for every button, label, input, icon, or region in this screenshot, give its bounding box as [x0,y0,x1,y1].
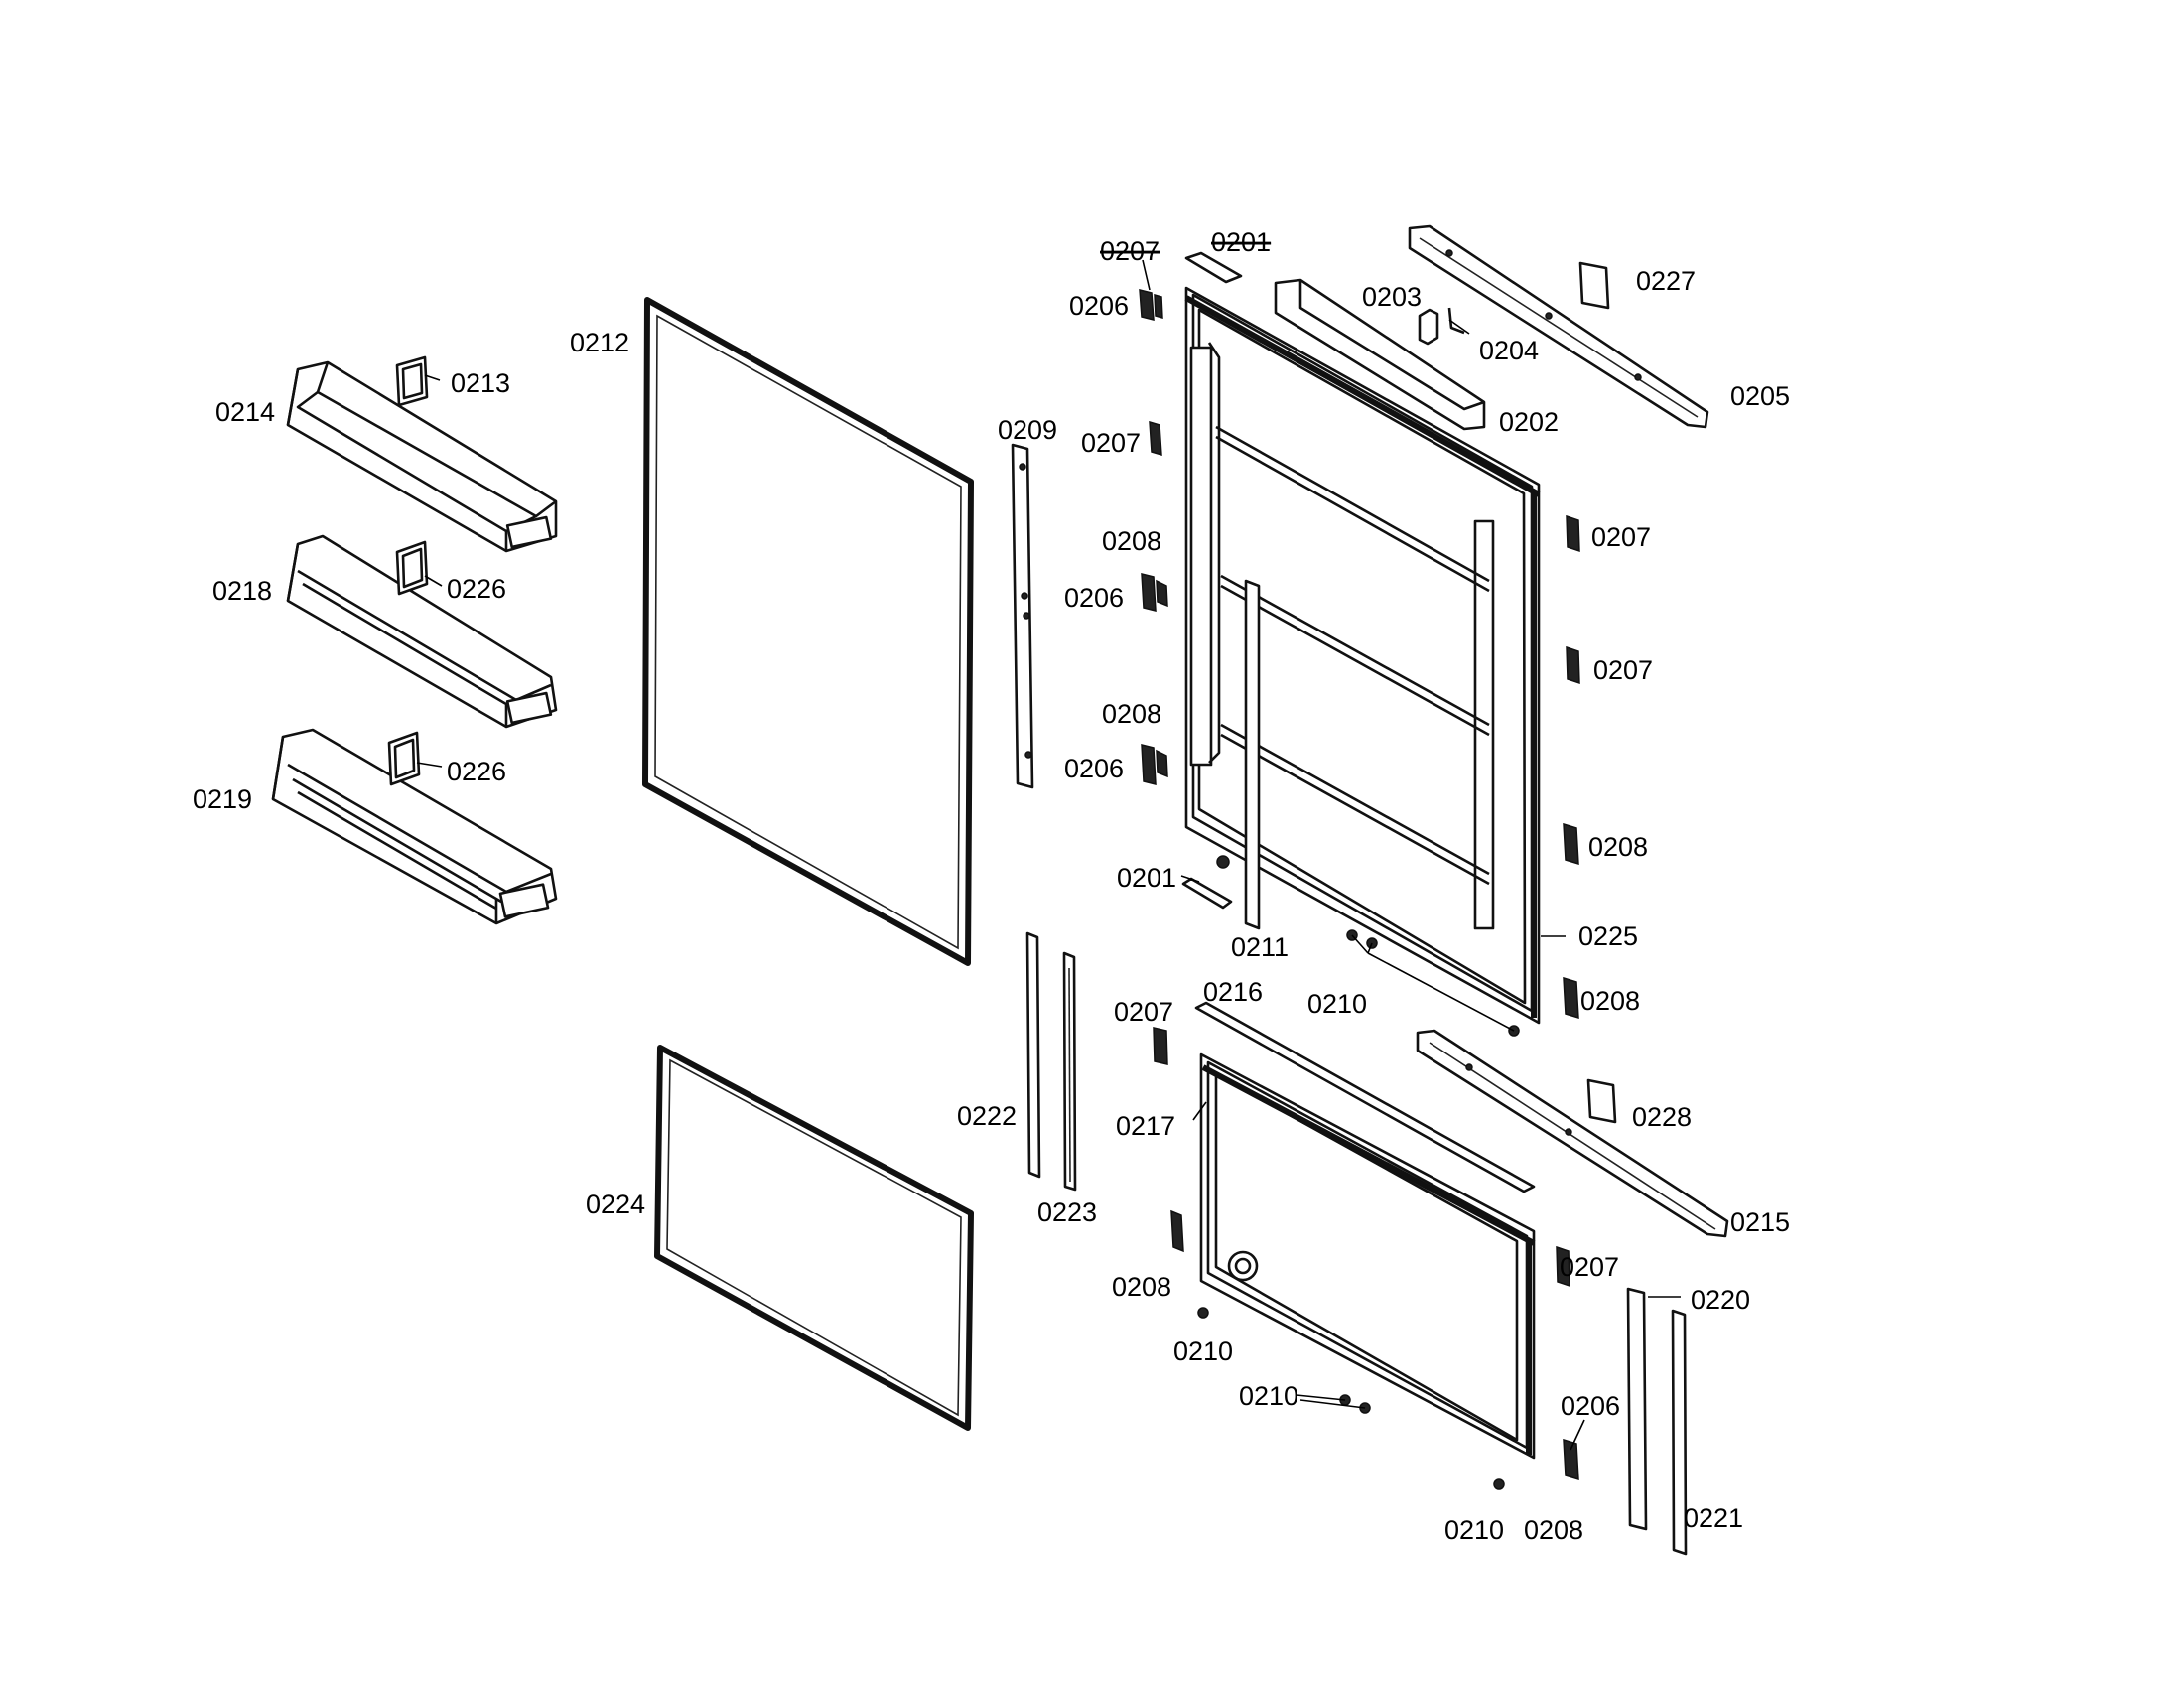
label-0213: 0213 [451,368,510,398]
door-strip-0209 [1011,443,1034,789]
drawer-gasket-0224 [654,1045,974,1431]
seal-strip-0221 [1671,1309,1688,1556]
fresh-food-door-0225 [1184,286,1541,1025]
label-0208-right-a: 0208 [1588,832,1648,862]
label-0202: 0202 [1499,407,1559,437]
seal-strip-0220 [1626,1287,1648,1531]
label-0201-lower: 0201 [1117,863,1176,893]
hinge-0206-0208-b [1141,744,1168,785]
clip-0201-lower [1181,877,1233,910]
label-0228: 0228 [1632,1102,1692,1132]
label-0217: 0217 [1116,1111,1175,1141]
label-0207-drawer-left: 0207 [1114,997,1173,1027]
bin-insert-0226-lower [387,731,421,786]
hinge-0207-right-a [1566,514,1580,553]
hinge-0208-right-a [1563,822,1579,866]
door-bin-0214 [286,360,558,553]
label-0208-left-a: 0208 [1102,526,1161,556]
label-0207-drawer-right: 0207 [1560,1252,1619,1282]
top-trim-0205 [1408,224,1709,429]
label-0207-struck: 0207 [1100,236,1160,266]
label-0226-lower: 0226 [447,757,506,786]
label-0210-d: 0210 [1444,1515,1504,1545]
label-0208-drawer-right: 0208 [1524,1515,1583,1545]
label-0207-left: 0207 [1081,428,1141,458]
bin-insert-0226-upper [395,540,429,596]
door-strip-0211 [1244,579,1261,930]
hinge-0208-drawer [1170,1209,1579,1481]
label-0227: 0227 [1636,266,1696,296]
leader-lines [416,259,1681,1451]
label-0209: 0209 [998,415,1057,445]
label-0208-left-b: 0208 [1102,699,1161,729]
label-0204: 0204 [1479,336,1539,365]
label-0201-struck: 0201 [1211,227,1271,257]
label-0212: 0212 [570,328,629,357]
bracket-0204 [1447,307,1465,335]
hinge-0207-mid [1149,420,1162,457]
seal-strip-0223 [1062,951,1077,1192]
label-0221: 0221 [1684,1503,1743,1533]
label-0207-right-b: 0207 [1593,655,1653,685]
door-bin-0218 [286,534,558,729]
drawer-trim-0216 [1194,1001,1536,1193]
label-0226-upper: 0226 [447,574,506,604]
label-0225: 0225 [1578,921,1638,951]
plate-0228 [1586,1078,1617,1124]
hinge-0206-0207-top [1139,289,1163,321]
label-0206-left-b: 0206 [1064,754,1124,783]
shelf-support-0202 [1274,278,1486,431]
label-0211: 0211 [1231,932,1289,962]
label-0210-b: 0210 [1173,1336,1233,1366]
label-0205: 0205 [1730,381,1790,411]
label-0214: 0214 [215,397,275,427]
label-0203: 0203 [1362,282,1422,312]
seal-strip-0222 [1025,931,1041,1179]
hinge-0208-right-b [1563,976,1579,1020]
label-0222: 0222 [957,1101,1017,1131]
label-0206-top: 0206 [1069,291,1129,321]
label-0223: 0223 [1037,1197,1097,1227]
label-0208-drawer-left: 0208 [1112,1272,1171,1302]
label-0210-a: 0210 [1307,989,1367,1019]
hinge-0206-0208-a [1141,573,1168,612]
bin-insert-0213 [395,355,429,407]
door-gasket-0212 [642,297,974,966]
label-0220: 0220 [1691,1285,1750,1315]
label-0224: 0224 [586,1190,645,1219]
label-0215: 0215 [1730,1207,1790,1237]
label-0210-c: 0210 [1239,1381,1298,1411]
label-0216: 0216 [1203,977,1263,1007]
label-0206-drawer: 0206 [1561,1391,1620,1421]
label-0208-right-b: 0208 [1580,986,1640,1016]
drawer-front-0217 [1199,1052,1536,1460]
label-0206-left-a: 0206 [1064,583,1124,613]
label-0218: 0218 [212,576,272,606]
hinge-0207-drawer [1153,1027,1570,1288]
callout-labels: 0212 0213 0214 0218 0226 0219 0226 0209 … [193,227,1790,1545]
drawer-trim-0215 [1416,1029,1729,1238]
clip-0201-upper [1184,251,1243,284]
bracket-0203 [1418,308,1439,346]
label-0207-right-a: 0207 [1591,522,1651,552]
hinge-0207-right-b [1566,645,1580,685]
label-0219: 0219 [193,784,252,814]
plate-0227 [1578,261,1610,310]
door-bin-0219 [271,728,558,925]
